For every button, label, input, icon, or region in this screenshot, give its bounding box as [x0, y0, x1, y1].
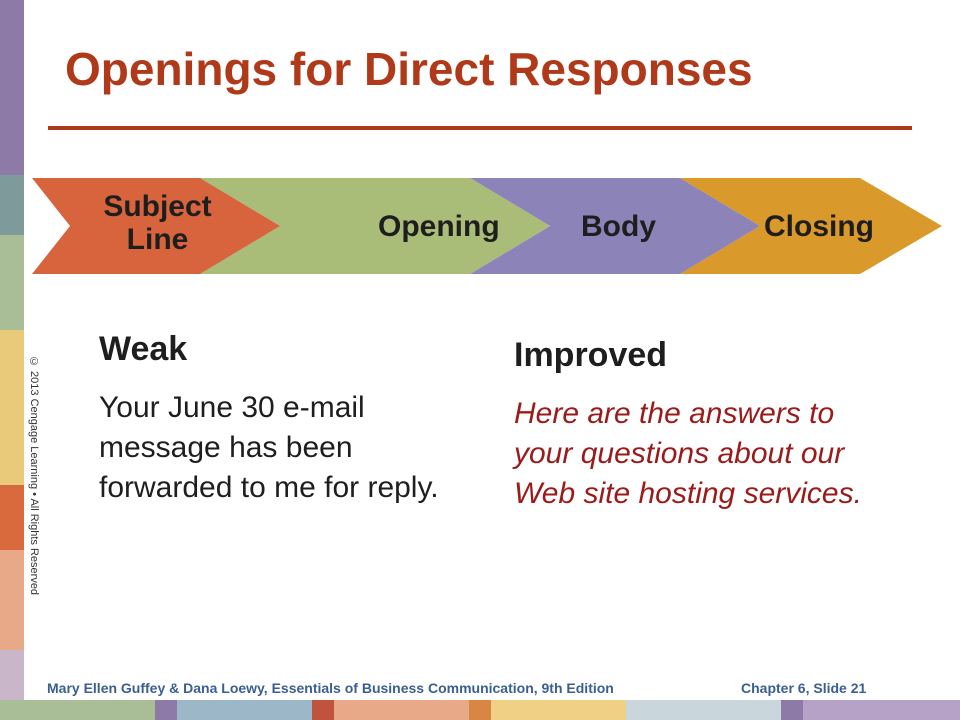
- weak-heading: Weak: [99, 330, 188, 368]
- chevron-opening: [200, 178, 550, 274]
- left-decorative-strip: [0, 0, 24, 720]
- title-underline: [48, 126, 912, 130]
- step-label-closing: Closing: [764, 210, 874, 243]
- step-label-subject-line: Subject Line: [103, 190, 212, 256]
- footer-slide-number: Chapter 6, Slide 21: [741, 680, 867, 696]
- step-label-opening: Opening: [378, 210, 500, 243]
- chevron-body: [470, 178, 760, 274]
- weak-example-text: Your June 30 e-mail message has been for…: [99, 391, 439, 504]
- copyright-text: © 2013 Cengage Learning • All Rights Res…: [28, 356, 40, 596]
- footer-citation: Mary Ellen Guffey & Dana Loewy, Essentia…: [47, 680, 614, 696]
- step-label-body: Body: [581, 210, 656, 243]
- improved-heading: Improved: [514, 336, 668, 374]
- process-diagram: Subject Line Opening Body Closing: [30, 176, 950, 281]
- slide-title: Openings for Direct Responses: [65, 43, 753, 95]
- improved-example-text: Here are the answers to your questions a…: [514, 397, 862, 510]
- bottom-decorative-strip: [0, 700, 960, 720]
- chevron-subject-line: [32, 178, 280, 274]
- chevron-closing: [680, 178, 942, 274]
- copyright-notice: © 2013 Cengage Learning • All Rights Res…: [28, 356, 46, 656]
- process-chevrons: [32, 178, 942, 274]
